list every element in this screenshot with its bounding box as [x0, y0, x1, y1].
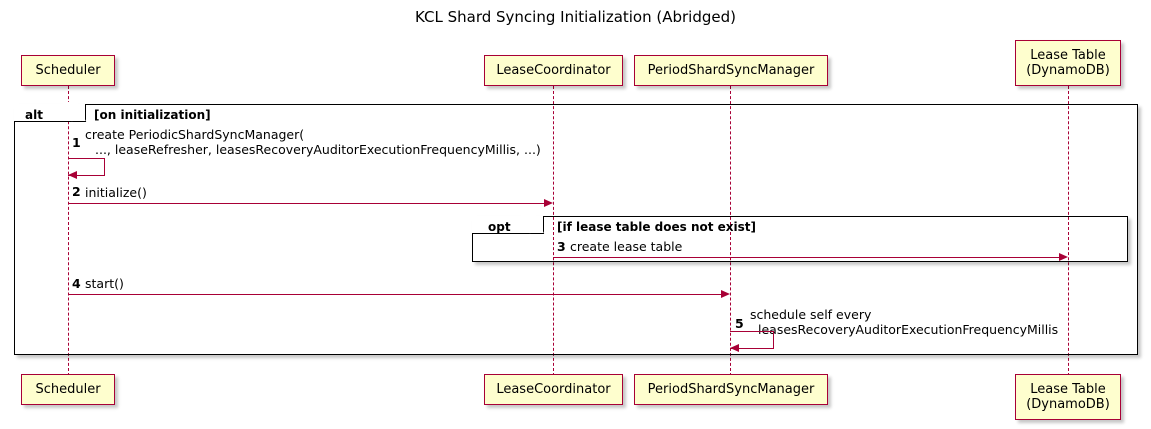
- participant-label: LeaseCoordinator: [496, 382, 611, 397]
- fragment-opt-keyword: opt: [488, 220, 511, 234]
- diagram-title: KCL Shard Syncing Initialization (Abridg…: [415, 8, 736, 26]
- message-3-number: 3: [557, 239, 566, 254]
- lifeline-lease-table: [1068, 86, 1069, 376]
- fragment-alt-tab-clip: [62, 102, 86, 122]
- participant-lease-coordinator-bottom[interactable]: LeaseCoordinator: [484, 374, 623, 405]
- message-4-label: start(): [85, 276, 124, 291]
- fragment-alt-tab: [13, 102, 86, 122]
- message-3-arrowhead: [1059, 252, 1068, 261]
- participant-period-shard-sync-manager-bottom[interactable]: PeriodShardSyncManager: [634, 374, 828, 405]
- message-2-label: initialize(): [85, 185, 147, 200]
- message-3-line: [553, 257, 1060, 258]
- participant-label: Scheduler: [35, 382, 101, 397]
- fragment-alt-keyword: alt: [25, 108, 43, 122]
- fragment-opt-tab: [471, 214, 544, 234]
- message-1-arrowhead: [68, 171, 77, 179]
- message-4-line: [68, 294, 722, 295]
- participant-label: LeaseCoordinator: [496, 63, 611, 78]
- participant-lease-table-bottom[interactable]: Lease Table (DynamoDB): [1015, 374, 1121, 420]
- participant-label: PeriodShardSyncManager: [647, 382, 815, 397]
- message-2-number: 2: [72, 184, 81, 199]
- message-5-number: 5: [735, 316, 744, 331]
- participant-label: PeriodShardSyncManager: [647, 63, 815, 78]
- message-3-label: create lease table: [570, 239, 683, 254]
- participant-scheduler-bottom[interactable]: Scheduler: [21, 374, 115, 405]
- message-5-label-line1: schedule self every: [750, 307, 872, 322]
- participant-period-shard-sync-manager-top[interactable]: PeriodShardSyncManager: [634, 55, 828, 86]
- participant-lease-table-top[interactable]: Lease Table (DynamoDB): [1015, 40, 1121, 86]
- participant-label-line1: Lease Table: [1030, 48, 1106, 63]
- message-5-self-loop: [730, 331, 774, 349]
- lifeline-period-shard-sync-manager: [730, 86, 731, 376]
- message-2-arrowhead: [544, 198, 553, 207]
- message-2-line: [68, 203, 545, 204]
- message-4-number: 4: [72, 276, 81, 291]
- participant-label-line2: (DynamoDB): [1026, 397, 1110, 412]
- participant-lease-coordinator-top[interactable]: LeaseCoordinator: [484, 55, 623, 86]
- message-4-arrowhead: [721, 289, 730, 298]
- fragment-opt: [471, 214, 1128, 262]
- message-5-label-line2: leasesRecoveryAuditorExecutionFrequencyM…: [758, 322, 1059, 337]
- message-5-arrowhead: [730, 344, 739, 352]
- participant-label-line1: Lease Table: [1030, 382, 1106, 397]
- participant-scheduler-top[interactable]: Scheduler: [21, 55, 115, 86]
- fragment-alt-condition: [on initialization]: [94, 108, 211, 122]
- fragment-opt-condition: [if lease table does not exist]: [557, 220, 757, 234]
- participant-label: Scheduler: [35, 63, 101, 78]
- message-1-number: 1: [72, 135, 81, 150]
- lifeline-lease-coordinator: [553, 86, 554, 376]
- message-1-label-line2: ..., leaseRefresher, leasesRecoveryAudit…: [95, 142, 541, 157]
- message-1-label-line1: create PeriodicShardSyncManager(: [85, 127, 305, 142]
- participant-label-line2: (DynamoDB): [1026, 63, 1110, 78]
- fragment-opt-tab-clip: [520, 214, 544, 234]
- fragment-alt: [13, 102, 1138, 355]
- message-1-self-loop: [68, 158, 105, 176]
- lifeline-scheduler: [68, 86, 69, 376]
